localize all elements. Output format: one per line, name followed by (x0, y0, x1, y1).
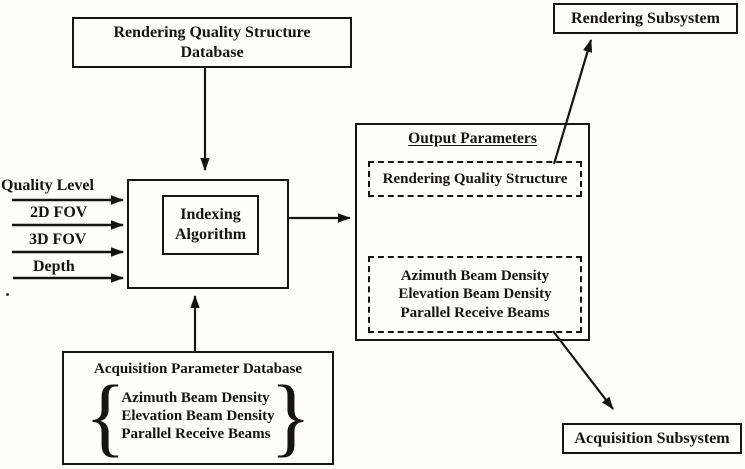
indexing-line1: Indexing (180, 206, 241, 224)
acquisition-db-brace-group: { Azimuth Beam Density Elevation Beam De… (64, 367, 332, 465)
acq-beam-line-elevation: Elevation Beam Density (121, 407, 275, 424)
arrow-output-to-acquisition-subsystem (552, 330, 614, 410)
rendering-db-line2: Database (180, 43, 244, 61)
close-brace: } (270, 367, 312, 465)
input-label-quality-level: Quality Level (1, 177, 94, 194)
acq-beam-line-parallel: Parallel Receive Beams (121, 426, 271, 443)
input-label-2d-fov: 2D FOV (30, 204, 88, 221)
rendering-quality-structure-output-box: Rendering Quality Structure (368, 161, 582, 197)
acquisition-parameter-database-box: Acquisition Parameter Database { Azimuth… (62, 351, 334, 465)
rendering-structure-output-label: Rendering Quality Structure (382, 170, 568, 187)
rendering-subsystem-box: Rendering Subsystem (553, 3, 738, 34)
input-label-depth: Depth (33, 258, 75, 275)
indexing-line2: Algorithm (174, 226, 247, 243)
output-parameters-title: Output Parameters (408, 130, 537, 147)
acquisition-db-title: Acquisition Parameter Database (93, 361, 303, 377)
input-label-3d-fov: 3D FOV (29, 231, 87, 248)
output-parameters-box: Output Parameters Rendering Quality Stru… (355, 123, 590, 341)
indexing-outer-box: Indexing Algorithm (127, 179, 289, 289)
output-beam-line-azimuth: Azimuth Beam Density (400, 268, 550, 285)
indexing-algorithm-box: Indexing Algorithm (162, 195, 259, 255)
output-beam-line-elevation: Elevation Beam Density (398, 286, 552, 303)
open-brace: { (84, 367, 126, 465)
rendering-subsystem-label: Rendering Subsystem (571, 9, 720, 27)
acquisition-subsystem-label: Acquisition Subsystem (574, 429, 730, 447)
acq-beam-line-azimuth: Azimuth Beam Density (121, 389, 270, 406)
rendering-quality-structure-database-box: Rendering Quality Structure Database (72, 17, 352, 68)
beam-parameters-output-box: Azimuth Beam Density Elevation Beam Dens… (368, 256, 582, 333)
scan-speck (6, 293, 9, 296)
rendering-db-line1: Rendering Quality Structure (113, 23, 311, 41)
acquisition-subsystem-box: Acquisition Subsystem (562, 423, 742, 454)
output-beam-line-parallel: Parallel Receive Beams (400, 304, 550, 321)
